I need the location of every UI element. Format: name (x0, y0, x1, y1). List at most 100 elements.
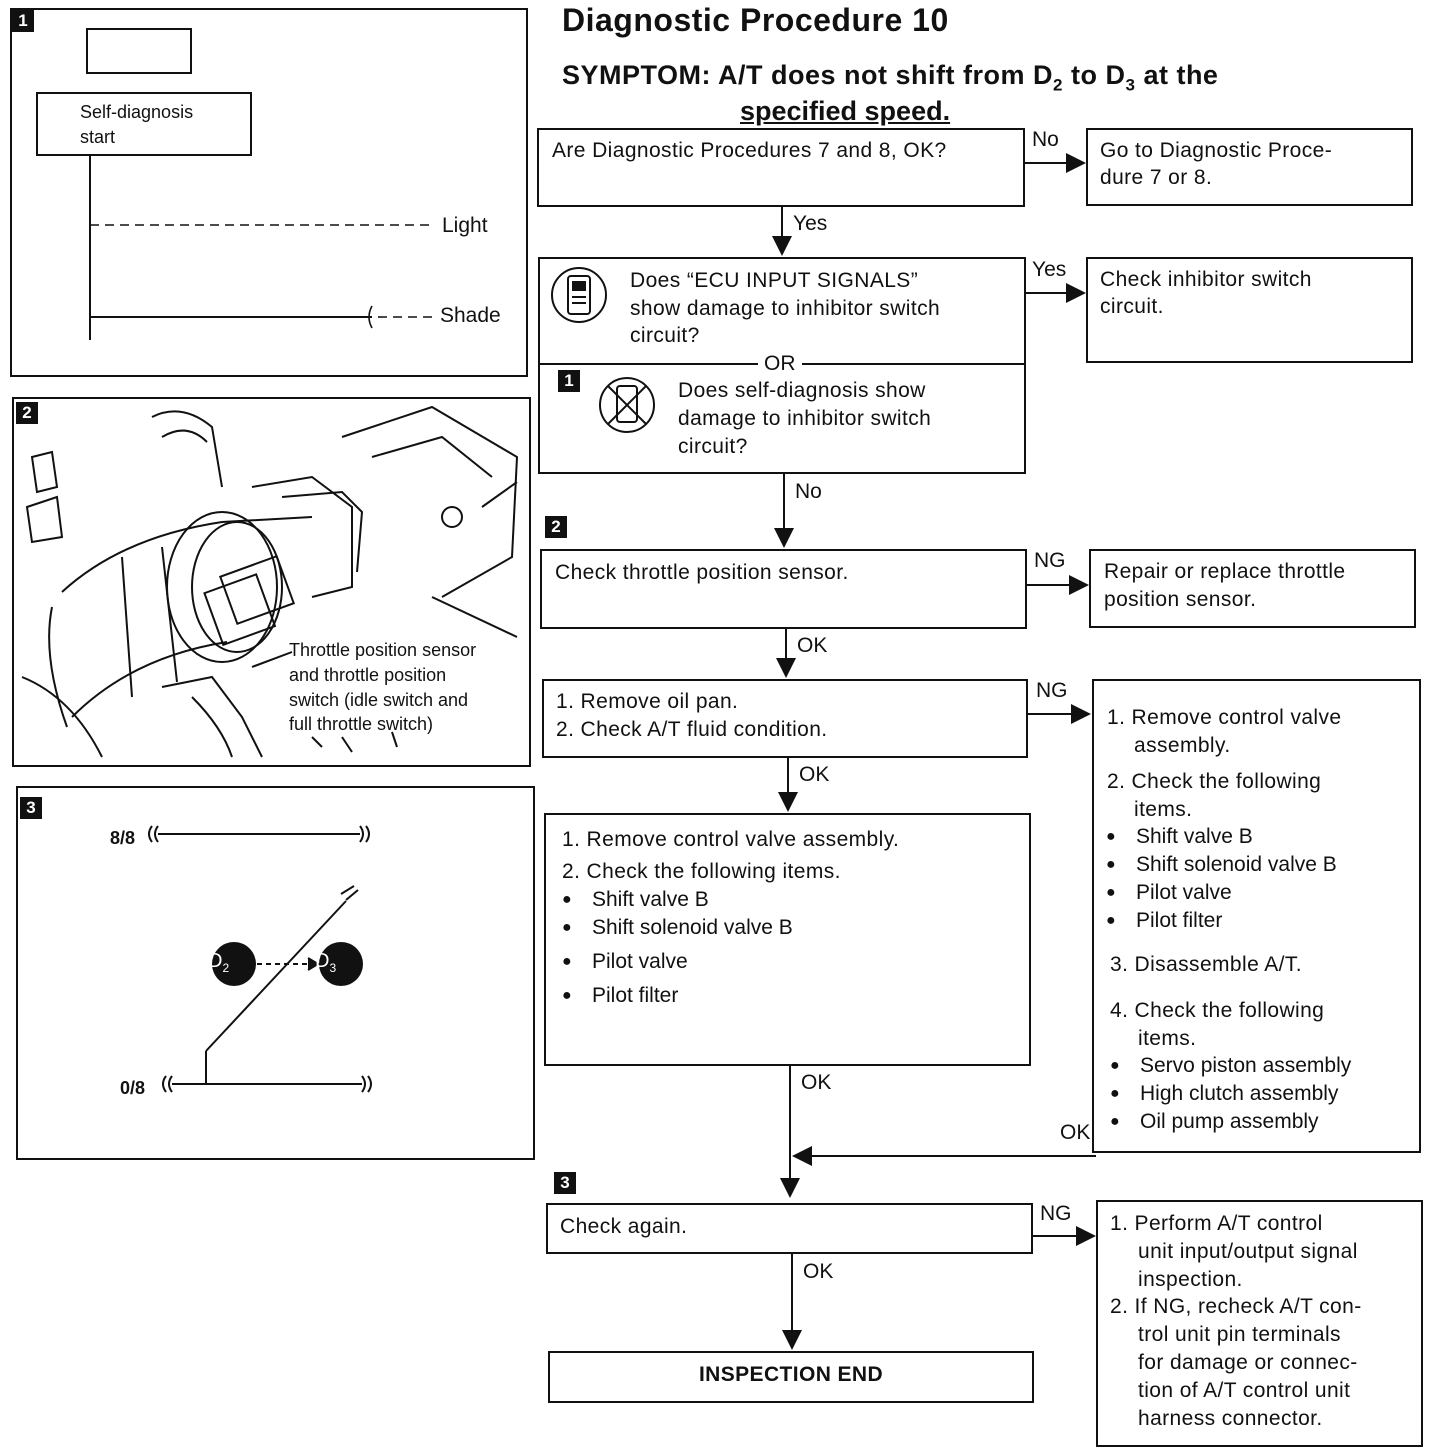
shade-label: Shade (440, 304, 501, 327)
disassemble-item-2: Servo piston assembly (1110, 1052, 1351, 1080)
goto-procedure-line-2: dure 7 or 8. (1100, 166, 1213, 189)
oil-pan-line-1: 1. Remove oil pan. (556, 690, 739, 713)
self-diagnosis-ref-number: 1 (558, 370, 580, 392)
q2-no-label: No (795, 480, 822, 503)
control-valve-item: Shift valve B (562, 886, 709, 914)
light-label: Light (442, 214, 488, 237)
s3-ng-label: NG (1034, 549, 1066, 572)
r4-ok-label: OK (1060, 1121, 1091, 1144)
q1-no-label: No (1032, 128, 1059, 151)
consult-tester-icon (551, 267, 607, 323)
self-diag-question-line-1: Does self-diagnosis show (678, 379, 926, 402)
self-diag-question-line-3: circuit? (678, 435, 748, 458)
self-diag-question-line-2: damage to inhibitor switch (678, 407, 932, 430)
signal-inspection-line-1: 1. Perform A/T control (1110, 1212, 1323, 1235)
disassemble-item-2: High clutch assembly (1110, 1080, 1338, 1108)
shift-schedule-graph (148, 825, 372, 1093)
s4-ng-label: NG (1036, 679, 1068, 702)
s4-ok-label: OK (799, 763, 830, 786)
figure-3-panel (16, 786, 535, 1160)
goto-procedure-line-1: Go to Diagnostic Proce- (1100, 139, 1333, 162)
throttle-callout-4: full throttle switch) (289, 714, 434, 734)
check-throttle-box (540, 549, 1027, 629)
signal-inspection-line-4: 2. If NG, recheck A/T con- (1110, 1295, 1362, 1318)
disassemble-item-2: Oil pump assembly (1110, 1108, 1318, 1136)
fig1-lines (89, 156, 432, 340)
q1-yes-label: Yes (793, 212, 828, 235)
check-again-ref-number: 3 (554, 1172, 576, 1194)
signal-inspection-line-2: unit input/output signal (1138, 1240, 1358, 1263)
signal-inspection-line-6: for damage or connec- (1138, 1351, 1358, 1374)
repair-throttle-box (1089, 549, 1416, 628)
check-inhibitor-line-1: Check inhibitor switch (1100, 268, 1312, 291)
throttle-callout-3: switch (idle switch and (289, 690, 469, 710)
ecu-question-line-1: Does “ECU INPUT SIGNALS” (630, 269, 919, 292)
page-title: Diagnostic Procedure 10 (562, 2, 949, 38)
disassemble-item: Shift valve B (1106, 823, 1253, 851)
question-procedures-7-8: Are Diagnostic Procedures 7 and 8, OK? (552, 139, 947, 162)
self-diagnosis-start-box (36, 92, 252, 156)
symptom-line-2: specified speed. (740, 96, 951, 126)
check-again-box (546, 1203, 1033, 1254)
signal-inspection-line-3: inspection. (1138, 1268, 1243, 1291)
check-again-text: Check again. (560, 1215, 688, 1238)
disassemble-line-3: 2. Check the following (1107, 770, 1322, 793)
s5-ok-label: OK (801, 1071, 832, 1094)
self-diagnosis-start-label-1: Self-diagnosis (80, 102, 194, 122)
throttle-step-ref-number: 2 (545, 516, 567, 538)
control-valve-item: Pilot filter (562, 982, 678, 1010)
disassemble-line-1: 1. Remove control valve (1107, 706, 1342, 729)
q2-yes-label: Yes (1032, 258, 1067, 281)
figure-2-panel (12, 397, 531, 767)
question-ecu-signals-box (538, 257, 1026, 474)
disassemble-line-2: assembly. (1134, 734, 1231, 757)
check-inhibitor-line-2: circuit. (1100, 295, 1164, 318)
signal-inspection-line-8: harness connector. (1138, 1407, 1323, 1430)
gear-d3-marker: D3 (315, 950, 337, 975)
check-throttle-text: Check throttle position sensor. (555, 561, 849, 584)
throttle-sensor-illustration (21, 405, 519, 758)
repair-throttle-line-2: position sensor. (1104, 588, 1257, 611)
check-inhibitor-box (1086, 257, 1413, 363)
repair-throttle-line-1: Repair or replace throttle (1104, 560, 1346, 583)
disassemble-item: Pilot valve (1106, 879, 1232, 907)
disassemble-line-5: 3. Disassemble A/T. (1110, 953, 1303, 976)
question-procedures-7-8-box (537, 128, 1025, 207)
oil-pan-line-2: 2. Check A/T fluid condition. (556, 718, 828, 741)
symptom-line-1: SYMPTOM: A/T does not shift from D2 to D… (562, 60, 1219, 95)
ecu-question-line-2: show damage to inhibitor switch (630, 297, 941, 320)
self-diagnosis-start-label-2: start (80, 127, 116, 147)
control-valve-item: Pilot valve (562, 948, 688, 976)
disassemble-line-6: 4. Check the following (1110, 999, 1325, 1022)
throttle-0-8-label: 0/8 (120, 1078, 146, 1098)
throttle-callout-2: and throttle position (289, 665, 447, 685)
figure-3-number: 3 (20, 797, 42, 819)
s3-ok-label: OK (797, 634, 828, 657)
ecu-question-line-3: circuit? (630, 324, 700, 347)
disassemble-line-7: items. (1138, 1027, 1197, 1050)
disassemble-item: Shift solenoid valve B (1106, 851, 1337, 879)
inspection-end-box (548, 1351, 1034, 1403)
signal-inspection-line-7: tion of A/T control unit (1138, 1379, 1351, 1402)
inspection-end-text: INSPECTION END (698, 1363, 884, 1386)
disassemble-item: Pilot filter (1106, 907, 1222, 935)
oil-pan-box (542, 679, 1028, 758)
control-valve-line-1: 1. Remove control valve assembly. (562, 828, 900, 851)
control-valve-item: Shift solenoid valve B (562, 914, 793, 942)
blank-box (86, 28, 192, 74)
no-tools-icon (599, 377, 655, 433)
throttle-callout-1: Throttle position sensor (289, 640, 477, 660)
s6-ng-label: NG (1040, 1202, 1072, 1225)
gear-d2-marker: D2 (208, 950, 230, 975)
or-label: OR (758, 352, 802, 376)
goto-procedure-box (1086, 128, 1413, 206)
throttle-8-8-label: 8/8 (110, 828, 136, 848)
signal-inspection-line-5: trol unit pin terminals (1138, 1323, 1341, 1346)
control-valve-line-2: 2. Check the following items. (562, 860, 841, 883)
figure-2-number: 2 (16, 402, 38, 424)
disassemble-line-4: items. (1134, 798, 1193, 821)
signal-inspection-box (1096, 1200, 1423, 1447)
s6-ok-label: OK (803, 1260, 834, 1283)
figure-1-number: 1 (12, 10, 34, 32)
